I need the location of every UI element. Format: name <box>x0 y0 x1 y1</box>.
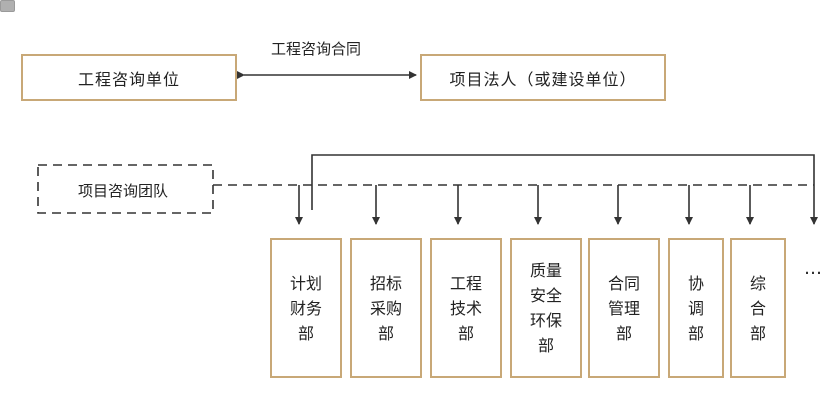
consulting-unit-label: 工程咨询单位 <box>77 69 180 89</box>
department-label: 合同 管理 部 <box>607 273 640 343</box>
department-label: 招标 采购 部 <box>369 273 402 343</box>
owner-solid-bracket <box>311 154 815 210</box>
project-owner-box: 项目法人（或建设单位） <box>420 54 666 101</box>
department-box-engineering: 工程 技术 部 <box>430 238 502 378</box>
department-label: 计划 财务 部 <box>289 273 322 343</box>
department-box-finance: 计划 财务 部 <box>270 238 342 378</box>
project-owner-label: 项目法人（或建设单位） <box>449 69 637 89</box>
department-box-quality-safety: 质量 安全 环保 部 <box>510 238 582 378</box>
department-label: 协 调 部 <box>687 273 704 343</box>
more-ellipsis: … <box>804 258 822 279</box>
department-box-coordination: 协 调 部 <box>668 238 724 378</box>
team-label: 项目咨询团队 <box>78 182 169 200</box>
department-label: 质量 安全 环保 部 <box>529 261 562 355</box>
corner-thumbnail-icon <box>0 0 15 12</box>
department-label: 工程 技术 部 <box>449 273 482 343</box>
department-box-contract: 合同 管理 部 <box>588 238 660 378</box>
department-arrows <box>295 185 818 225</box>
department-label: 综 合 部 <box>749 273 766 343</box>
team-dashed-box <box>37 164 214 214</box>
department-box-procurement: 招标 采购 部 <box>350 238 422 378</box>
consulting-unit-box: 工程咨询单位 <box>21 54 237 101</box>
contract-label: 工程咨询合同 <box>271 40 362 58</box>
department-box-general: 综 合 部 <box>730 238 786 378</box>
